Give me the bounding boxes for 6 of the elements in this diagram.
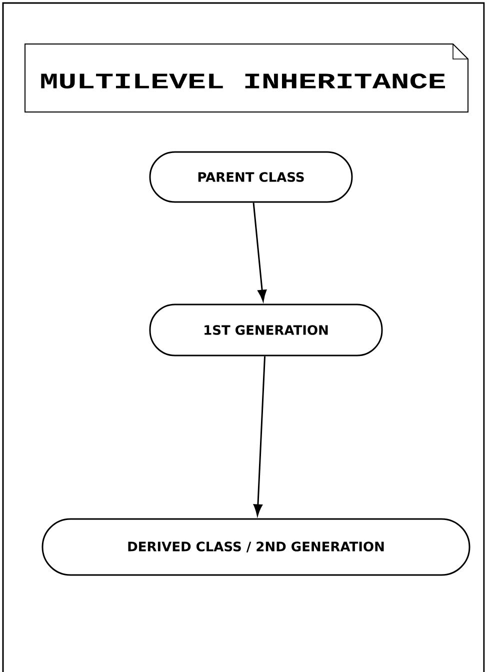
title-note: MULTILEVEL INHERITANCE bbox=[24, 44, 468, 112]
arrow bbox=[252, 202, 267, 302]
arrow bbox=[253, 356, 266, 516]
class-box: PARENT CLASS bbox=[149, 151, 353, 203]
class-box: 1ST GENERATION bbox=[149, 304, 383, 356]
class-box: DERIVED CLASS / 2ND GENERATION bbox=[42, 518, 470, 576]
